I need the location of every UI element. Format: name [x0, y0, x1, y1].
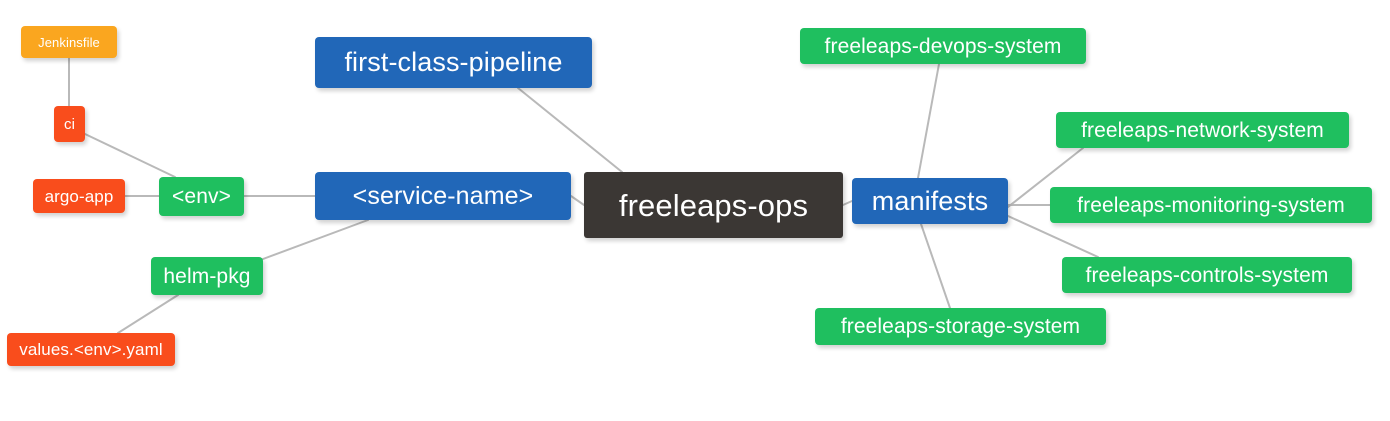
node-label: first-class-pipeline: [344, 47, 563, 77]
node-label: Jenkinsfile: [38, 34, 100, 50]
node-ci[interactable]: ci: [54, 106, 85, 142]
node-jenkinsfile[interactable]: Jenkinsfile: [21, 26, 117, 58]
node-argo-app[interactable]: argo-app: [33, 179, 125, 213]
node-label: <env>: [172, 185, 231, 208]
node-first-class-pipeline[interactable]: first-class-pipeline: [315, 37, 592, 88]
edge-manifests-to-freeleaps-devops-system: [917, 63, 940, 179]
node-env[interactable]: <env>: [159, 177, 244, 216]
node-freeleaps-controls-system[interactable]: freeleaps-controls-system: [1062, 257, 1352, 293]
node-label: manifests: [871, 185, 989, 216]
node-helm-pkg[interactable]: helm-pkg: [151, 257, 263, 295]
node-label: freeleaps-network-system: [1081, 118, 1324, 142]
node-freeleaps-monitoring-system[interactable]: freeleaps-monitoring-system: [1050, 187, 1372, 223]
node-freeleaps-network-system[interactable]: freeleaps-network-system: [1056, 112, 1349, 148]
edge-env-to-ci: [84, 133, 176, 178]
edge-service-name-to-helm-pkg: [262, 219, 369, 260]
node-label: freeleaps-monitoring-system: [1077, 193, 1345, 217]
node-freeleaps-devops-system[interactable]: freeleaps-devops-system: [800, 28, 1086, 64]
edge-freeleaps-ops-to-service-name: [570, 195, 585, 206]
node-label: helm-pkg: [163, 264, 251, 288]
edge-manifests-to-freeleaps-storage-system: [920, 223, 951, 309]
node-label: argo-app: [44, 186, 114, 206]
node-label: freeleaps-controls-system: [1085, 263, 1329, 287]
node-label: values.<env>.yaml: [19, 340, 163, 359]
node-manifests[interactable]: manifests: [852, 178, 1008, 224]
node-service-name[interactable]: <service-name>: [315, 172, 571, 220]
edge-freeleaps-ops-to-manifests: [842, 200, 853, 206]
node-label: ci: [63, 115, 76, 133]
node-values-yaml[interactable]: values.<env>.yaml: [7, 333, 175, 366]
node-freeleaps-storage-system[interactable]: freeleaps-storage-system: [815, 308, 1106, 345]
node-freeleaps-ops[interactable]: freeleaps-ops: [584, 172, 843, 238]
edge-helm-pkg-to-values-yaml: [117, 294, 179, 334]
node-label: <service-name>: [352, 181, 534, 210]
edge-freeleaps-ops-to-first-class-pipeline: [517, 87, 623, 173]
node-label: freeleaps-devops-system: [824, 34, 1062, 58]
node-label: freeleaps-storage-system: [840, 315, 1081, 338]
node-label: freeleaps-ops: [618, 187, 809, 223]
